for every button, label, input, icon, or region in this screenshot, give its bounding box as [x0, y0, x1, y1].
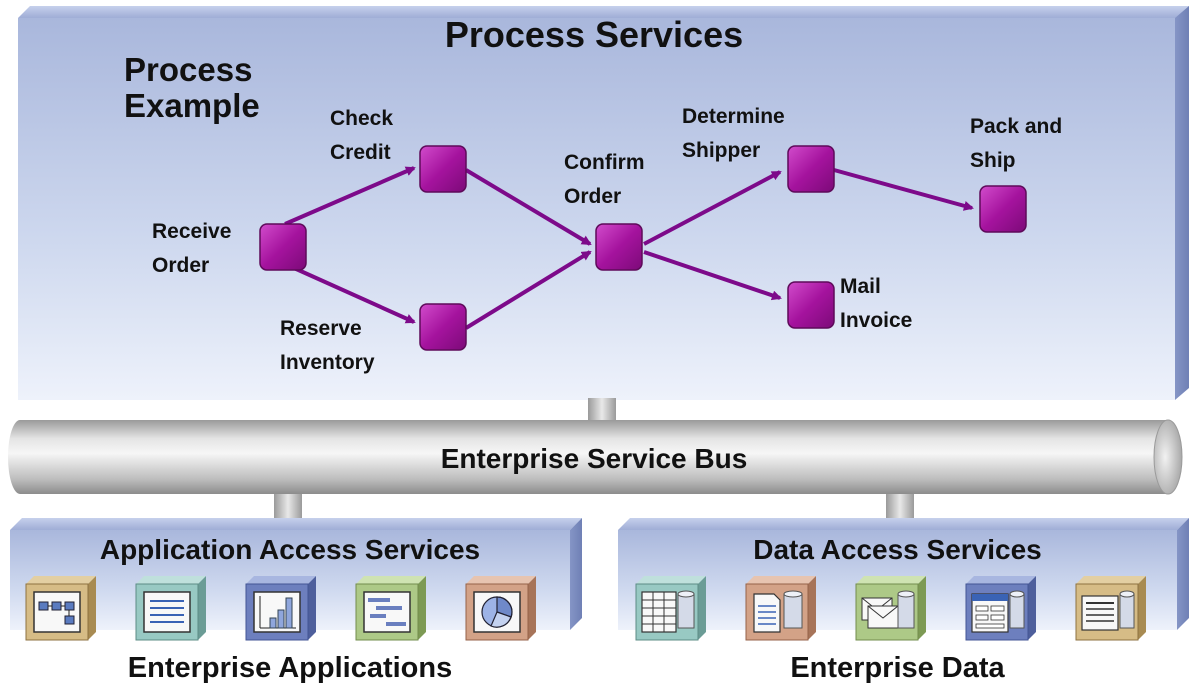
label-mail-invoice-line-1: Mail — [840, 275, 881, 298]
flowchart-icon — [25, 576, 96, 641]
label-confirm-order-line-2: Order — [564, 185, 622, 208]
application-access-title: Application Access Services — [99, 534, 481, 565]
form-database-icon — [965, 576, 1036, 641]
bar-chart-icon — [245, 576, 316, 641]
pie-chart-icon — [465, 576, 536, 641]
label-pack-and-ship-line-1: Pack and — [970, 115, 1063, 138]
label-mail-invoice-line-2: Invoice — [840, 309, 913, 332]
arrow-confirm-to-shipper — [643, 170, 782, 246]
document-database-icon — [745, 576, 816, 641]
mail-database-icon — [855, 576, 926, 641]
process-example-line-1: Process — [124, 51, 253, 88]
arrow-receive-to-reserve — [284, 262, 416, 324]
table-database-icon — [635, 576, 706, 641]
label-receive-order: Receive Order — [152, 215, 231, 283]
label-receive-order-line-1: Receive — [152, 220, 232, 243]
node-check-credit — [419, 145, 467, 193]
report-database-icon — [1075, 576, 1146, 641]
arrow-shipper-to-pack — [833, 168, 974, 211]
arrow-check-to-confirm — [464, 168, 592, 246]
label-check-credit: Check Credit — [330, 102, 393, 170]
node-receive-order — [259, 223, 307, 271]
process-services-title: Process Services — [444, 14, 744, 55]
label-determine-shipper-line-2: Shipper — [682, 139, 761, 162]
process-nodes — [259, 145, 1027, 351]
bus-label: Enterprise Service Bus — [440, 443, 748, 474]
label-reserve-inventory-line-2: Inventory — [280, 351, 375, 374]
gantt-chart-icon — [355, 576, 426, 641]
label-mail-invoice: Mail Invoice — [840, 270, 912, 338]
application-icons — [25, 576, 536, 641]
enterprise-data-caption: Enterprise Data — [790, 652, 1005, 684]
process-flow-arrows — [284, 166, 974, 330]
data-access-title: Data Access Services — [753, 534, 1042, 565]
node-confirm-order — [595, 223, 643, 271]
enterprise-applications-caption: Enterprise Applications — [127, 652, 453, 684]
arrow-reserve-to-confirm — [464, 250, 592, 330]
label-reserve-inventory: Reserve Inventory — [280, 312, 375, 380]
node-reserve-inventory — [419, 303, 467, 351]
data-icons — [635, 576, 1146, 641]
label-confirm-order-line-1: Confirm — [564, 151, 645, 174]
process-example-line-2: Example — [124, 87, 260, 124]
label-receive-order-line-2: Order — [152, 254, 210, 277]
node-pack-and-ship — [979, 185, 1027, 233]
process-example-heading: Process Example — [124, 52, 260, 124]
enterprise-service-bus — [8, 419, 1183, 495]
label-check-credit-line-1: Check — [330, 107, 394, 130]
label-reserve-inventory-line-1: Reserve — [280, 317, 362, 340]
label-confirm-order: Confirm Order — [564, 146, 645, 214]
label-determine-shipper-line-1: Determine — [682, 105, 785, 128]
label-check-credit-line-2: Credit — [330, 141, 391, 164]
process-bus-connector — [588, 398, 616, 424]
label-pack-and-ship: Pack and Ship — [970, 110, 1062, 178]
label-determine-shipper: Determine Shipper — [682, 100, 785, 168]
node-mail-invoice — [787, 281, 835, 329]
node-determine-shipper — [787, 145, 835, 193]
document-lines-icon — [135, 576, 206, 641]
arrow-receive-to-check — [284, 166, 416, 226]
arrow-confirm-to-invoice — [643, 250, 782, 301]
label-pack-and-ship-line-2: Ship — [970, 149, 1016, 172]
